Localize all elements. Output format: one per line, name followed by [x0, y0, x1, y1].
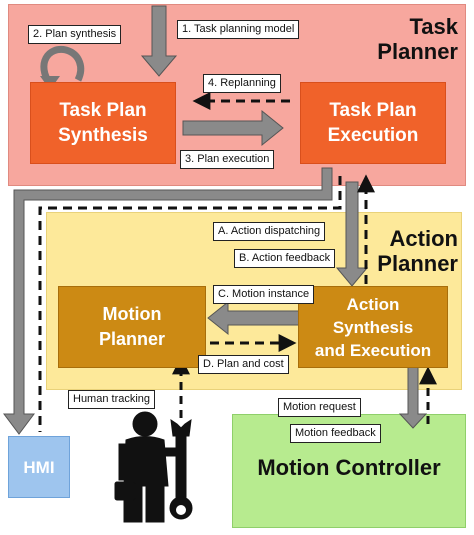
plan-execution-arrow [182, 109, 284, 147]
task-planner-title: Task Planner [330, 14, 458, 64]
task-plan-execution-box: Task Plan Execution [300, 82, 446, 164]
action-synthesis-execution-box: Action Synthesis and Execution [298, 286, 448, 368]
motion-instance-label: C. Motion instance [213, 285, 315, 304]
motion-planner-box: Motion Planner [58, 286, 206, 368]
plan-synthesis-label: 2. Plan synthesis [28, 25, 122, 44]
worker-with-wrench-icon [114, 411, 193, 523]
action-synthesis-line1: Action [346, 294, 400, 314]
execution-to-hmi-arrow [3, 167, 333, 435]
plan-synthesis-loop-arrow [40, 45, 85, 87]
action-planner-title-line1: Action [389, 226, 458, 251]
task-plan-synthesis-line2: Synthesis [58, 125, 148, 146]
plan-execution-label: 3. Plan execution [180, 150, 275, 169]
task-plan-execution-line1: Task Plan [329, 100, 417, 121]
hmi-label: HMI [23, 457, 55, 477]
human-tracking-label: Human tracking [68, 390, 156, 409]
replanning-label: 4. Replanning [203, 74, 281, 93]
task-planner-title-line1: Task [409, 14, 458, 39]
action-synthesis-line3: and Execution [314, 340, 432, 360]
plan-and-cost-label: D. Plan and cost [198, 355, 289, 374]
motion-request-arrow [398, 365, 428, 429]
task-plan-execution-line2: Execution [327, 125, 419, 146]
action-dispatching-label: A. Action dispatching [213, 222, 326, 241]
motion-request-label: Motion request [278, 398, 361, 417]
motion-planner-line2: Planner [98, 329, 166, 349]
action-feedback-label: B. Action feedback [234, 249, 336, 268]
motion-instance-arrow [207, 300, 301, 336]
action-dispatching-arrow [335, 181, 369, 287]
motion-planner-line1: Motion [102, 304, 162, 324]
motion-feedback-label: Motion feedback [290, 424, 381, 443]
task-planner-title-line2: Planner [377, 39, 458, 64]
action-planner-title-line2: Planner [377, 251, 458, 276]
task-plan-synthesis-line1: Task Plan [59, 100, 147, 121]
task-plan-synthesis-box: Task Plan Synthesis [30, 82, 176, 164]
action-synthesis-line2: Synthesis [332, 317, 414, 337]
execution-to-hmi-dashed-line [38, 176, 342, 432]
motion-controller-title: Motion Controller [257, 455, 441, 480]
hmi-box: HMI [8, 436, 70, 498]
task-planning-model-label: 1. Task planning model [177, 20, 300, 39]
task-planning-model-arrow [140, 5, 178, 77]
action-planner-title: Action Planner [340, 226, 458, 276]
